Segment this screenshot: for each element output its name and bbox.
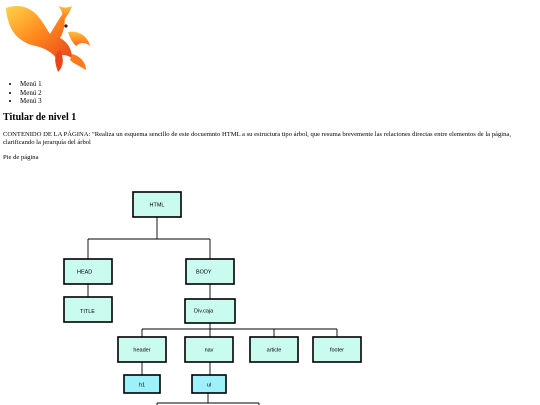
node-h1-label: h1: [139, 383, 145, 389]
page-footer: Pie de página: [3, 154, 39, 161]
node-title-label: TITLE: [80, 309, 95, 315]
node-header-label: header: [133, 348, 150, 354]
node-title: TITLE: [63, 296, 113, 323]
node-article: article: [249, 336, 299, 363]
node-footer-label: footer: [330, 348, 344, 354]
edge-div-children: [141, 323, 338, 337]
menu-item-2[interactable]: Menú 2: [20, 89, 42, 98]
node-div-caja-label: Div.caja: [194, 309, 214, 315]
html-tree-diagram: HTML HEAD BODY TITLE Div.caja header nav…: [63, 191, 362, 405]
edge-ul-children: [156, 393, 260, 405]
page-content: CONTENIDO DE LA PÁGINA: "Realiza un esqu…: [3, 131, 511, 146]
node-body-label: BODY: [196, 270, 212, 276]
node-header: header: [117, 336, 167, 363]
node-h1: h1: [123, 374, 161, 394]
node-body: BODY: [185, 258, 235, 285]
node-ul: ul: [191, 374, 227, 394]
edge-html-children: [87, 217, 211, 259]
node-nav: nav: [184, 336, 234, 363]
node-div-caja: Div.caja: [184, 298, 236, 324]
node-footer: footer: [312, 336, 362, 363]
menu-item-3[interactable]: Menú 3: [20, 97, 42, 106]
node-html: HTML: [132, 191, 182, 218]
node-head: HEAD: [63, 258, 113, 285]
node-head-label: HEAD: [77, 270, 92, 276]
node-nav-label: nav: [205, 348, 214, 354]
fox-logo-image: [6, 6, 90, 72]
node-article-label: article: [267, 348, 282, 354]
node-ul-label: ul: [207, 383, 211, 389]
page-title: Titular de nivel 1: [3, 112, 77, 123]
node-html-label: HTML: [150, 203, 165, 209]
menu-list: Menú 1 Menú 2 Menú 3: [20, 80, 42, 106]
menu-item-1[interactable]: Menú 1: [20, 80, 42, 89]
